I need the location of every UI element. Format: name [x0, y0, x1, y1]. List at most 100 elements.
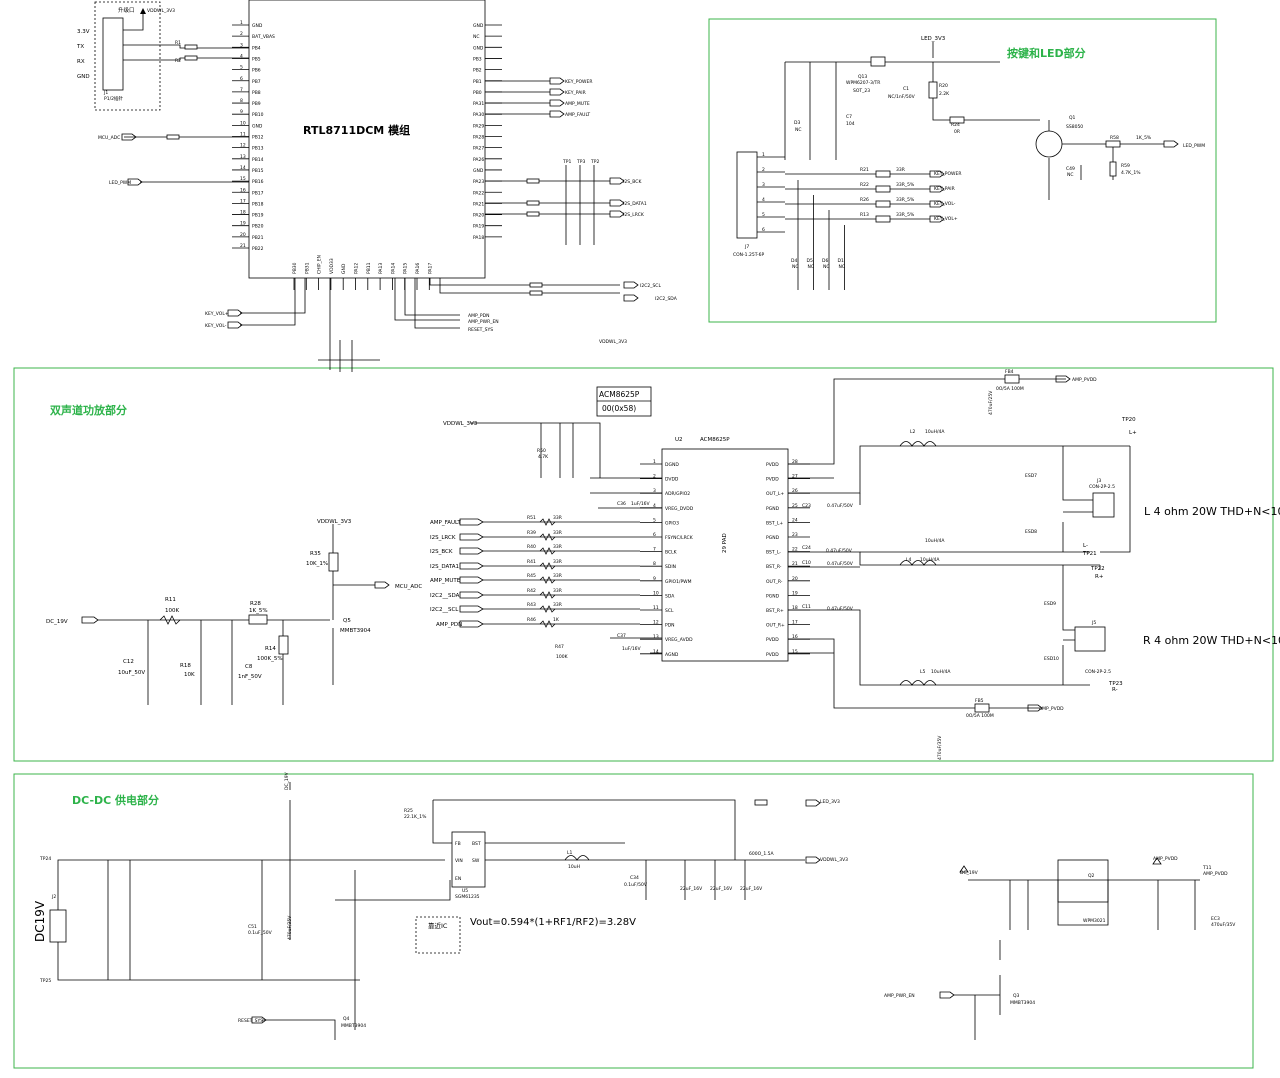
r24-ref: R24 — [951, 122, 960, 128]
c37-val: 1uF/16V — [622, 646, 642, 652]
dc-jack — [49, 909, 67, 943]
amp-right-pin: PGND — [766, 593, 780, 599]
r-plus: R+ — [1095, 574, 1104, 580]
module-left-pin: PB9 — [252, 101, 261, 107]
key-resistor-val: 33R — [896, 167, 905, 173]
module-bottom-pin: PB30 — [292, 262, 298, 274]
q4-part: MMBT3904 — [341, 1023, 366, 1029]
amp-input-net: I2S_LRCK — [430, 535, 456, 541]
amp-right-pin-num: 24 — [792, 517, 798, 523]
module-left-pin: PB14 — [252, 157, 264, 163]
amp-right-pin: OUT_R+ — [766, 623, 785, 629]
r50-ref: R50 — [537, 448, 546, 454]
j7-pin-num: 2 — [762, 167, 765, 173]
q2-part: WPM3021 — [1083, 918, 1106, 924]
led3v3-flag — [805, 799, 821, 807]
key-led-frame — [708, 18, 1217, 323]
amp-right-pin-num: 23 — [792, 532, 798, 538]
ec1-val: 470uF/25V — [988, 390, 994, 415]
q5-part: MMBT3904 — [340, 628, 371, 634]
key-volp-net: KEY_VOL+ — [205, 311, 229, 317]
c51-val: 0.1uF_50V — [248, 930, 273, 936]
module-bottom-pin: PA15 — [403, 263, 409, 274]
j7-pin-num: 6 — [762, 227, 765, 233]
amp-vddwl-rail — [470, 422, 662, 494]
r25-val: 22.1K_1% — [404, 814, 427, 820]
module-bottom-pin: PB11 — [366, 262, 372, 274]
ec3-val: 470uF/35V — [1211, 922, 1236, 928]
r35-val: 10K_1% — [306, 561, 328, 567]
r35-body — [328, 552, 339, 572]
module-right-pin: PB3 — [473, 56, 482, 62]
r12 — [529, 290, 543, 296]
module-left-pin-num: 5 — [240, 65, 243, 71]
amp-left-pin-num: 8 — [653, 561, 656, 567]
i2c-sda-flag — [623, 294, 639, 302]
c10-ref: C10 — [802, 560, 811, 566]
l2-coil — [899, 441, 937, 447]
debug-header-body — [102, 17, 124, 91]
tp25: TP25 — [39, 978, 51, 984]
module-right-pin: PB0 — [473, 90, 482, 96]
dcdc-input-rails — [57, 782, 445, 981]
u5-pin: SW — [472, 858, 480, 864]
c23-ref: C23 — [802, 503, 811, 509]
reset-circuit-wires — [262, 870, 451, 1040]
key-led-schematic: LED_3V3 Q13 WPM6207-3/TR SOT_23 R20 2.2K… — [733, 36, 1205, 290]
amp-left-pin-num: 13 — [653, 634, 659, 640]
amp-input-val: 33R — [553, 544, 562, 550]
amp-pvdd-flag-top — [1055, 375, 1071, 383]
r15 — [526, 211, 540, 217]
key-net: KEY_PAIR — [934, 186, 955, 192]
u5-chip — [451, 831, 486, 888]
amp-input-resistor — [539, 605, 556, 613]
module-right-pin: PA19 — [473, 224, 484, 230]
dcdc-frame — [13, 773, 1254, 1069]
amp-right-pin: PVDD — [766, 652, 779, 658]
l5-coil — [899, 680, 937, 686]
j7-pin-num: 4 — [762, 197, 765, 203]
amp-left-pin-num: 1 — [653, 459, 656, 465]
mcu-adc-flag-amp — [374, 581, 390, 589]
amp-input-ref: R39 — [527, 530, 536, 536]
dcdc-schematic: DC19V J2 TP24 TP25 DC_19V C51 0.1uF_50V … — [33, 771, 1236, 1040]
key-resistor-ref: R13 — [860, 212, 869, 218]
r28-body — [248, 614, 268, 625]
amp-input-ref: R43 — [527, 602, 536, 608]
tp1-label: TP1 — [562, 159, 571, 165]
module-left-pin: PB18 — [252, 201, 264, 207]
esd-diode-nc: NC — [839, 264, 846, 270]
l1-ref: L1 — [567, 850, 573, 856]
c37-ref: C37 — [617, 633, 626, 639]
amp-pvdd-arrow — [1152, 857, 1162, 865]
j5-ref: J5 — [1091, 620, 1096, 626]
dc19-pvdd: DC_19V — [960, 870, 979, 876]
reset-sys-flag — [251, 1016, 267, 1024]
amp-input-val: 33R — [553, 573, 562, 579]
chip-addr-box — [596, 386, 652, 417]
module-left-pin: BAT_VBAS — [252, 34, 275, 40]
esd-diode-ref: D4 — [791, 258, 797, 264]
r50-val: 4.7K — [538, 454, 549, 460]
right-speaker-wires — [1062, 565, 1101, 685]
module-left-pin-num: 13 — [240, 154, 246, 160]
amp-input-net: AMP_FAULT — [430, 520, 461, 526]
led-power-rail — [785, 42, 1040, 121]
amp-input-flag — [459, 605, 484, 613]
amp-right-pin-num: 17 — [792, 620, 798, 626]
module-left-pin-num: 8 — [240, 98, 243, 104]
module-left-pin: PB7 — [252, 79, 261, 85]
module-bottom-pin: PA12 — [354, 263, 360, 274]
module-right-nets: KEY_POWERKEY_PAIRAMP_MUTEAMP_FAULTI2S_BC… — [549, 77, 647, 218]
module-right-net: KEY_POWER — [565, 79, 592, 85]
vdd33-decoupling — [318, 278, 380, 372]
module-bottom-pin: CHIP_EN — [317, 255, 323, 274]
module-left-pin: GND — [252, 23, 263, 29]
amp-right-pin: PGND — [766, 506, 780, 512]
module-left-pin-num: 4 — [240, 53, 243, 59]
c7-val: 104 — [846, 121, 855, 127]
q1-ref: Q1 — [1069, 115, 1076, 121]
q5-ref: Q5 — [343, 618, 351, 624]
